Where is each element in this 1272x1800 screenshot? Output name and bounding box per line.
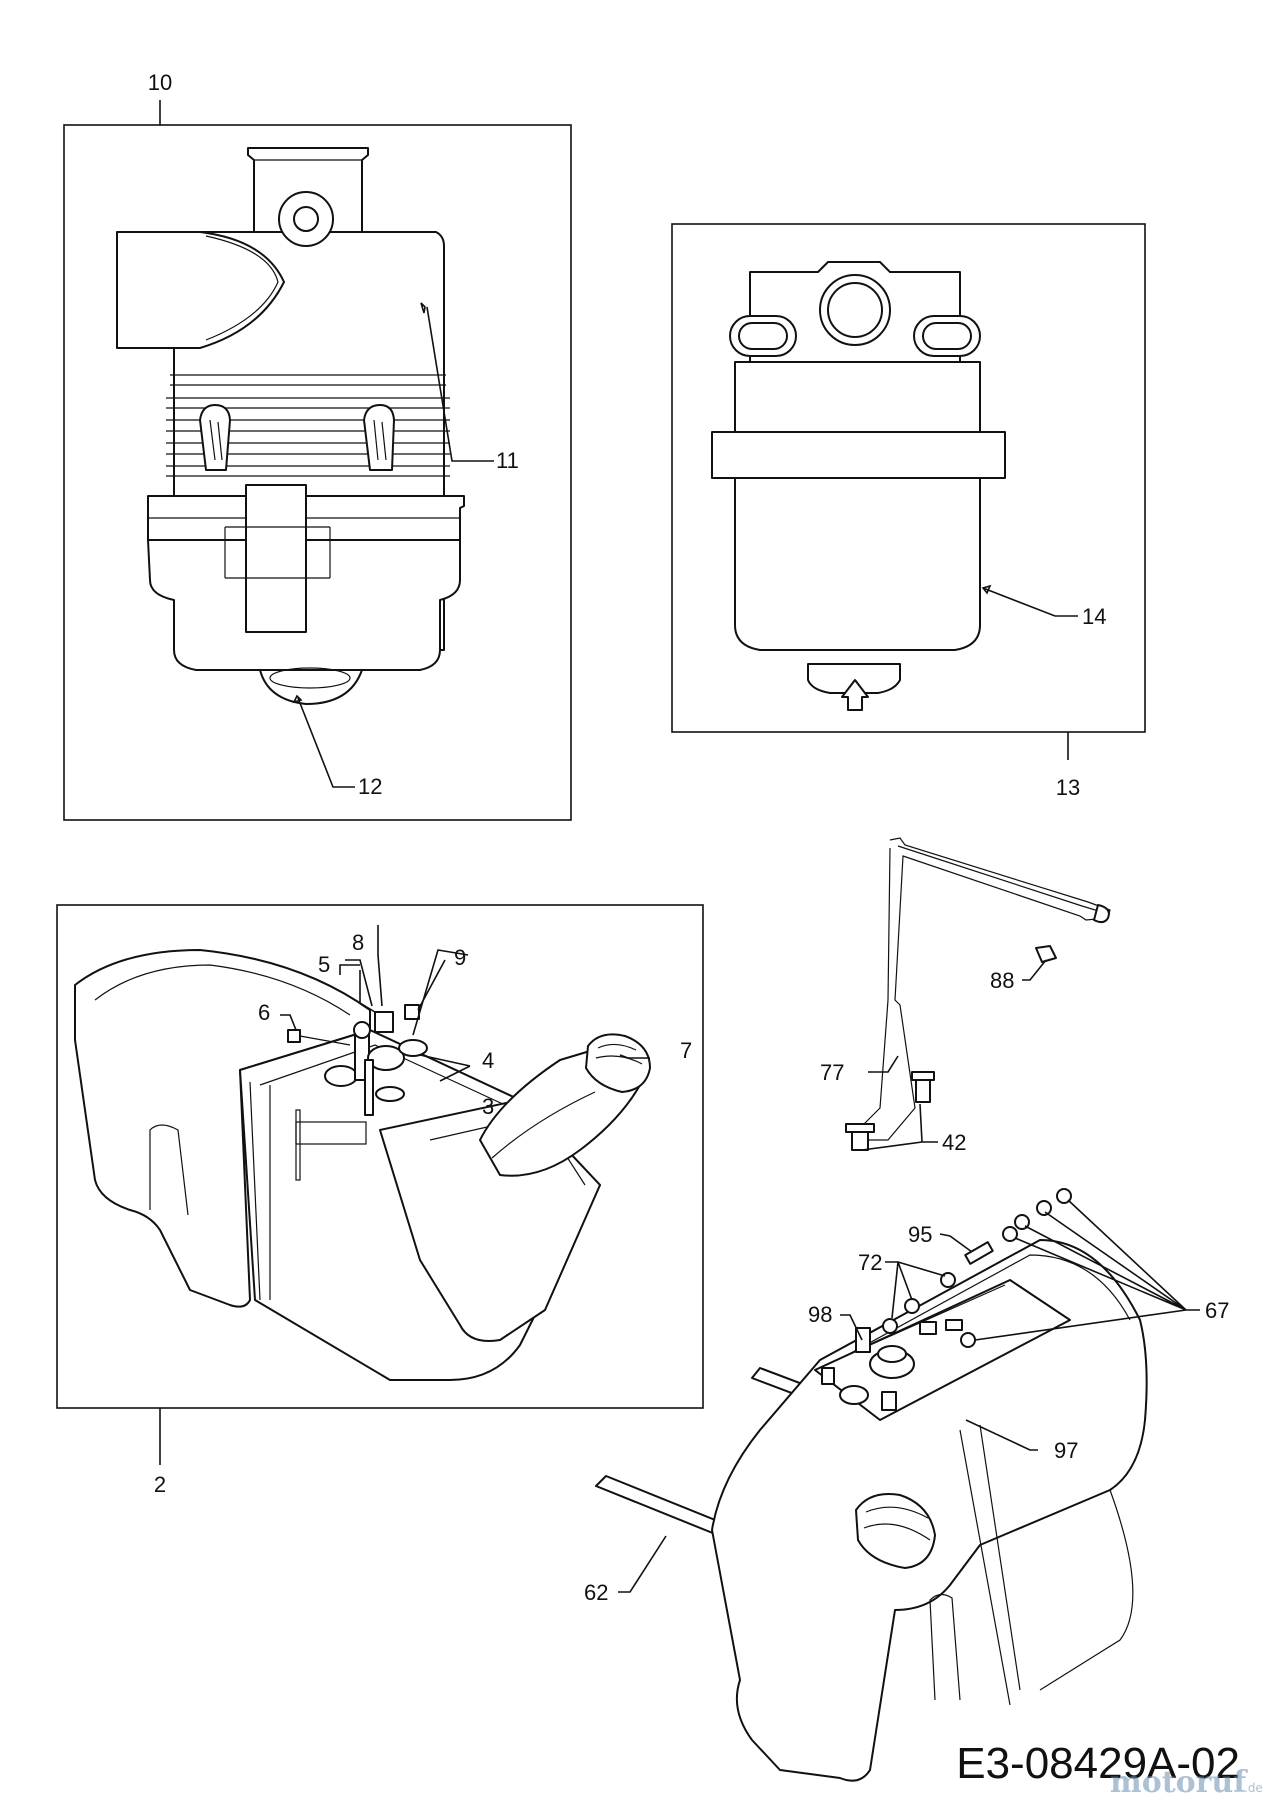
air-filter-assembly-group: 10 11 12 (63, 70, 572, 821)
callout-2: 2 (154, 1472, 166, 1497)
fuel-tank-alt-group: 62 72 95 98 97 67 (584, 1188, 1229, 1782)
tank-bracket-group: 77 42 88 (820, 837, 1111, 1155)
callout-95: 95 (908, 1222, 932, 1247)
callout-3: 3 (482, 1094, 494, 1119)
fuel-tank-alt-drawing (595, 1188, 1148, 1782)
air-filter-frame (63, 124, 572, 821)
callout-5: 5 (318, 952, 330, 977)
callout-11: 11 (496, 448, 519, 473)
callout-77: 77 (820, 1060, 844, 1085)
watermark-logo: motoruf .de (1110, 1765, 1263, 1800)
fuel-tank-drawing (74, 949, 651, 1381)
callout-14: 14 (1082, 604, 1106, 629)
callout-72: 72 (858, 1250, 882, 1275)
callout-6: 6 (258, 1000, 270, 1025)
callout-10: 10 (148, 70, 172, 95)
callout-97: 97 (1054, 1438, 1078, 1463)
callout-13: 13 (1056, 775, 1080, 800)
callout-42: 42 (942, 1130, 966, 1155)
callout-62: 62 (584, 1580, 608, 1605)
callout-67: 67 (1205, 1298, 1229, 1323)
air-filter-housing-drawing (116, 147, 465, 705)
fuel-filter-frame (671, 223, 1146, 733)
callout-4: 4 (482, 1048, 494, 1073)
fuel-tank-frame (56, 904, 704, 1409)
watermark-brand: motoruf (1110, 1765, 1248, 1800)
tank-bracket-drawing (845, 837, 1111, 1151)
callout-88: 88 (990, 968, 1014, 993)
fuel-filter-drawing (711, 261, 1006, 711)
fuel-filter-assembly-group: 13 14 (671, 223, 1146, 800)
callout-9: 9 (454, 945, 466, 970)
watermark-suffix: .de (1244, 1781, 1263, 1795)
drawing-code: E3-08429A-02 (956, 1739, 1240, 1788)
fuel-tank-assembly-group: 2 3 4 5 6 7 8 9 (56, 904, 704, 1497)
callout-7: 7 (680, 1038, 692, 1063)
callout-8: 8 (352, 930, 364, 955)
callout-98: 98 (808, 1302, 832, 1327)
callout-12: 12 (358, 774, 382, 799)
